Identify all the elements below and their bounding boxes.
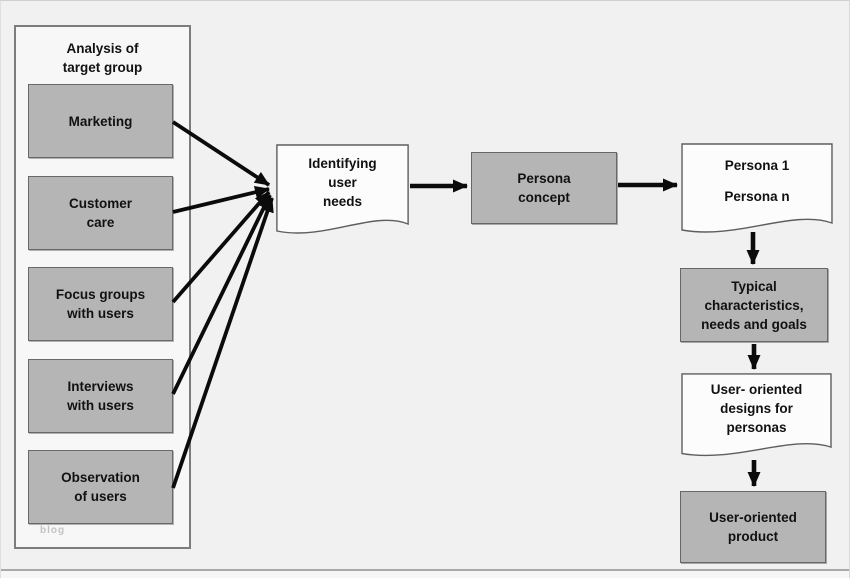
node-label: User-oriented product xyxy=(709,510,797,544)
node-marketing: Marketing xyxy=(28,84,173,158)
node-observation: Observation of users xyxy=(28,450,173,524)
bottom-strip xyxy=(1,571,849,578)
node-label: Identifying user needs xyxy=(308,155,377,209)
node-label: Persona concept xyxy=(517,171,571,205)
node-interviews: Interviews with users xyxy=(28,359,173,433)
panel-title: Analysis of target group xyxy=(62,41,143,75)
analysis-target-group-panel: Analysis of target group Marketing Custo… xyxy=(14,25,191,549)
node-identifying-user-needs: Identifying user needs xyxy=(276,144,409,239)
document-shape-icon xyxy=(681,373,832,461)
node-user-oriented-designs: User- oriented designs for personas xyxy=(681,373,832,461)
node-label: Persona 1 Persona n xyxy=(681,143,833,219)
node-label: Focus groups with users xyxy=(55,287,146,321)
bottom-rule xyxy=(1,569,849,571)
persona-n-label: Persona n xyxy=(724,189,790,204)
node-typical-characteristics: Typical characteristics, needs and goals xyxy=(680,268,828,342)
persona-1-label: Persona 1 xyxy=(724,158,790,173)
node-persona-concept: Persona concept xyxy=(471,152,617,224)
node-label: Typical characteristics, needs and goals xyxy=(701,278,807,332)
document-shape-icon xyxy=(681,143,833,238)
node-customer-care: Customer care xyxy=(28,176,173,250)
node-label: Interviews with users xyxy=(67,379,134,413)
node-personas: Persona 1 Persona n xyxy=(681,143,833,238)
node-user-oriented-product: User-oriented product xyxy=(680,491,826,563)
watermark: blog xyxy=(40,525,66,536)
node-label: Observation of users xyxy=(61,470,140,504)
document-shape-icon xyxy=(276,144,409,239)
node-label: User- oriented designs for personas xyxy=(710,381,803,435)
node-label: Marketing xyxy=(68,113,133,129)
node-label: Customer care xyxy=(68,196,132,230)
node-focus-groups: Focus groups with users xyxy=(28,267,173,341)
